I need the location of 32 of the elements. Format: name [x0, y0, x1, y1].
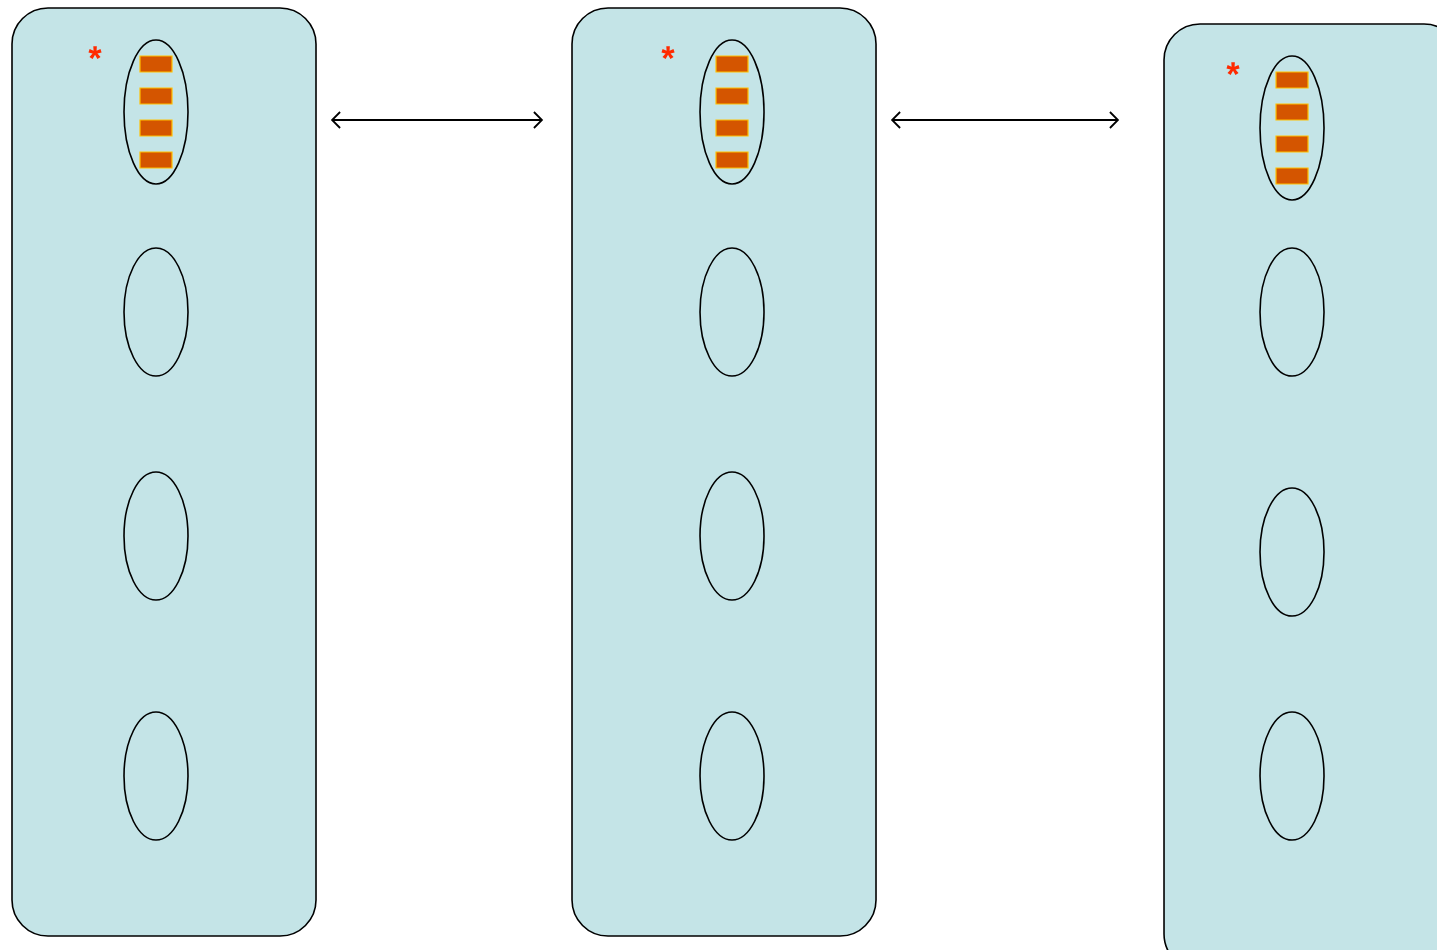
asterisk-mark: *	[661, 46, 675, 59]
asterisk-mark: *	[88, 46, 102, 59]
oval	[1259, 487, 1325, 617]
oval	[123, 471, 189, 601]
oval	[1259, 247, 1325, 377]
oval	[1259, 711, 1325, 841]
oval	[1259, 55, 1325, 201]
rounded-panel	[1163, 23, 1437, 950]
bar-marker	[1275, 167, 1309, 185]
double-arrow	[890, 111, 1120, 129]
oval	[699, 39, 765, 185]
bar-marker	[715, 151, 749, 169]
rounded-panel	[571, 7, 877, 937]
oval	[123, 711, 189, 841]
double-arrow	[330, 111, 544, 129]
oval	[699, 247, 765, 377]
oval	[123, 247, 189, 377]
bar-marker	[139, 55, 173, 73]
bar-marker	[715, 87, 749, 105]
oval	[123, 39, 189, 185]
bar-marker	[139, 119, 173, 137]
asterisk-mark: *	[1226, 62, 1240, 75]
bar-marker	[1275, 71, 1309, 89]
bar-marker	[715, 119, 749, 137]
bar-marker	[1275, 135, 1309, 153]
rounded-panel	[11, 7, 317, 937]
bar-marker	[139, 151, 173, 169]
bar-marker	[139, 87, 173, 105]
bar-marker	[715, 55, 749, 73]
oval	[699, 471, 765, 601]
oval	[699, 711, 765, 841]
bar-marker	[1275, 103, 1309, 121]
